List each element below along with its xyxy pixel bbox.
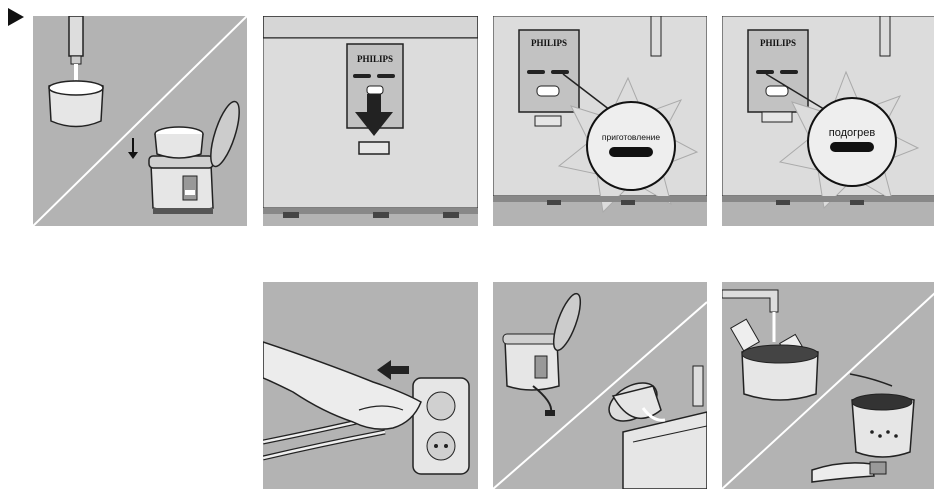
step-panel-wash-dry <box>722 282 934 489</box>
step-panel-fill-water <box>33 16 247 226</box>
step-panel-unplug <box>263 282 478 489</box>
warm-indicator-illustration: PHILIPS подогрев <box>722 16 934 226</box>
rinse-pot-illustration <box>493 282 707 489</box>
step-panel-warm-indicator: PHILIPS подогрев <box>722 16 934 226</box>
cook-label: приготовление <box>602 132 661 142</box>
brand-logo: PHILIPS <box>760 38 796 48</box>
wash-dry-illustration <box>722 282 934 489</box>
warm-label: подогрев <box>829 127 876 139</box>
down-arrow-icon <box>128 138 138 159</box>
cook-indicator-illustration: PHILIPS приготовление <box>493 16 707 226</box>
left-arrow-icon <box>377 360 409 380</box>
unplug-illustration <box>263 282 478 489</box>
play-icon[interactable] <box>8 8 24 26</box>
fill-water-illustration <box>33 16 247 226</box>
step-panel-cook-indicator: PHILIPS приготовление <box>493 16 707 226</box>
step-panel-rinse-pot <box>493 282 707 489</box>
press-switch-illustration: PHILIPS <box>263 16 478 226</box>
brand-logo: PHILIPS <box>531 38 567 48</box>
step-panel-press-switch: PHILIPS <box>263 16 478 226</box>
brand-logo: PHILIPS <box>357 54 393 64</box>
